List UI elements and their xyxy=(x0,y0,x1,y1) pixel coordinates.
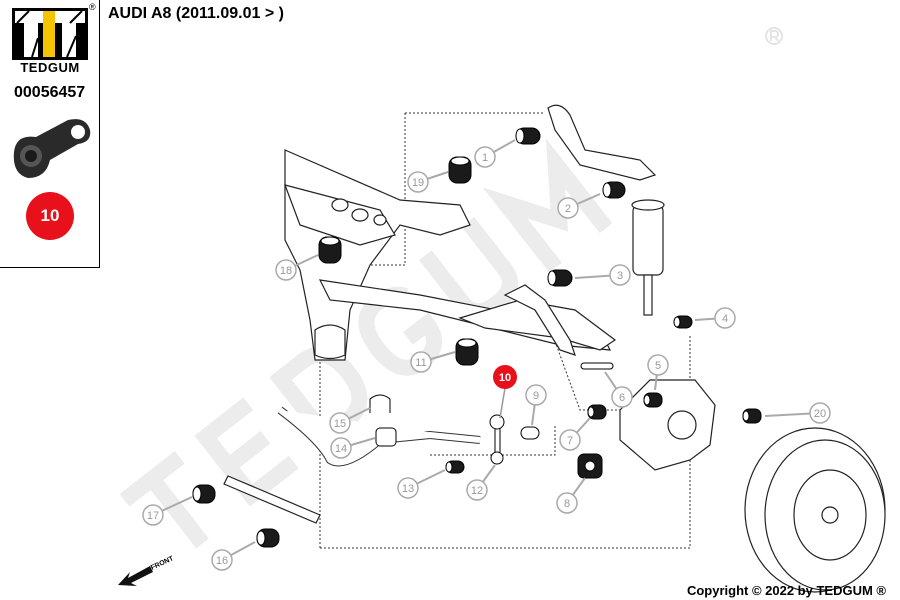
callout-17[interactable]: 17 xyxy=(142,496,193,526)
part-info-panel: ® TEDGUM 00056457 10 xyxy=(0,0,100,268)
callout-5[interactable]: 5 xyxy=(647,354,669,391)
callout-3[interactable]: 3 xyxy=(574,264,631,286)
callout-circle xyxy=(556,492,578,514)
callout-circle xyxy=(714,307,736,329)
callout-label: 19 xyxy=(412,177,424,189)
callout-10-highlight[interactable]: 10 xyxy=(493,365,517,419)
callout-18[interactable]: 18 xyxy=(275,254,319,281)
callout-label: 15 xyxy=(334,418,346,430)
callout-circle xyxy=(407,171,429,193)
front-arrow-icon: FRONT xyxy=(118,555,175,586)
callout-circle xyxy=(329,412,351,434)
callout-circle xyxy=(275,259,297,281)
callout-4[interactable]: 4 xyxy=(694,307,736,329)
callout-circle xyxy=(557,197,579,219)
callout-label: 12 xyxy=(471,485,483,497)
part-number: 00056457 xyxy=(14,84,86,101)
callout-circle xyxy=(466,479,488,501)
registered-mark: ® xyxy=(89,2,96,12)
callout-circle xyxy=(397,477,419,499)
callout-label: 11 xyxy=(415,357,426,369)
callout-label: 20 xyxy=(814,408,826,420)
callout-label: 17 xyxy=(147,510,159,522)
front-label: FRONT xyxy=(150,555,175,572)
callout-label: 3 xyxy=(617,270,623,282)
callout-label: 18 xyxy=(280,265,292,277)
callout-circle xyxy=(211,549,233,571)
callout-label: 8 xyxy=(564,498,570,510)
callout-circle xyxy=(410,351,432,373)
callout-7[interactable]: 7 xyxy=(559,417,591,451)
brand-name: TEDGUM xyxy=(20,60,80,75)
callout-circle xyxy=(142,504,164,526)
callout-circle xyxy=(559,429,581,451)
callout-10-label: 10 xyxy=(499,372,511,384)
callout-16[interactable]: 16 xyxy=(211,541,256,571)
callout-label: 6 xyxy=(619,392,625,404)
tedgum-logo xyxy=(12,8,88,60)
callout-14[interactable]: 14 xyxy=(330,437,376,459)
callout-circle xyxy=(609,264,631,286)
callout-label: 9 xyxy=(533,390,539,402)
callout-circle xyxy=(474,146,496,168)
callout-11[interactable]: 11 xyxy=(410,351,456,373)
callout-label: 1 xyxy=(482,152,488,164)
callout-label: 7 xyxy=(567,435,573,447)
callout-2[interactable]: 2 xyxy=(557,193,601,219)
callout-circle xyxy=(525,384,547,406)
callout-12[interactable]: 12 xyxy=(466,464,496,501)
callout-circle xyxy=(330,437,352,459)
callout-circle xyxy=(611,386,633,408)
callout-label: 16 xyxy=(216,555,228,567)
callout-label: 13 xyxy=(402,483,414,495)
vehicle-title: AUDI A8 (2011.09.01 > ) xyxy=(108,5,284,22)
callout-label: 2 xyxy=(565,203,571,215)
callout-8[interactable]: 8 xyxy=(556,477,586,514)
part-position-badge: 10 xyxy=(26,192,74,240)
callout-20[interactable]: 20 xyxy=(764,402,831,424)
watermark-registered-icon xyxy=(765,27,783,45)
callout-15[interactable]: 15 xyxy=(329,407,371,434)
callout-1[interactable]: 1 xyxy=(474,139,516,168)
callout-9[interactable]: 9 xyxy=(525,384,547,426)
callout-label: 4 xyxy=(722,313,728,325)
callout-13[interactable]: 13 xyxy=(397,469,446,499)
callout-6[interactable]: 6 xyxy=(604,371,633,408)
callout-circle xyxy=(809,402,831,424)
callout-label: 14 xyxy=(335,443,347,455)
callout-19[interactable]: 19 xyxy=(407,171,449,193)
copyright-text: Copyright © 2022 by TEDGUM ® xyxy=(686,583,886,598)
part-thumbnail xyxy=(13,119,91,178)
callout-label: 5 xyxy=(655,360,661,372)
callout-circle xyxy=(647,354,669,376)
